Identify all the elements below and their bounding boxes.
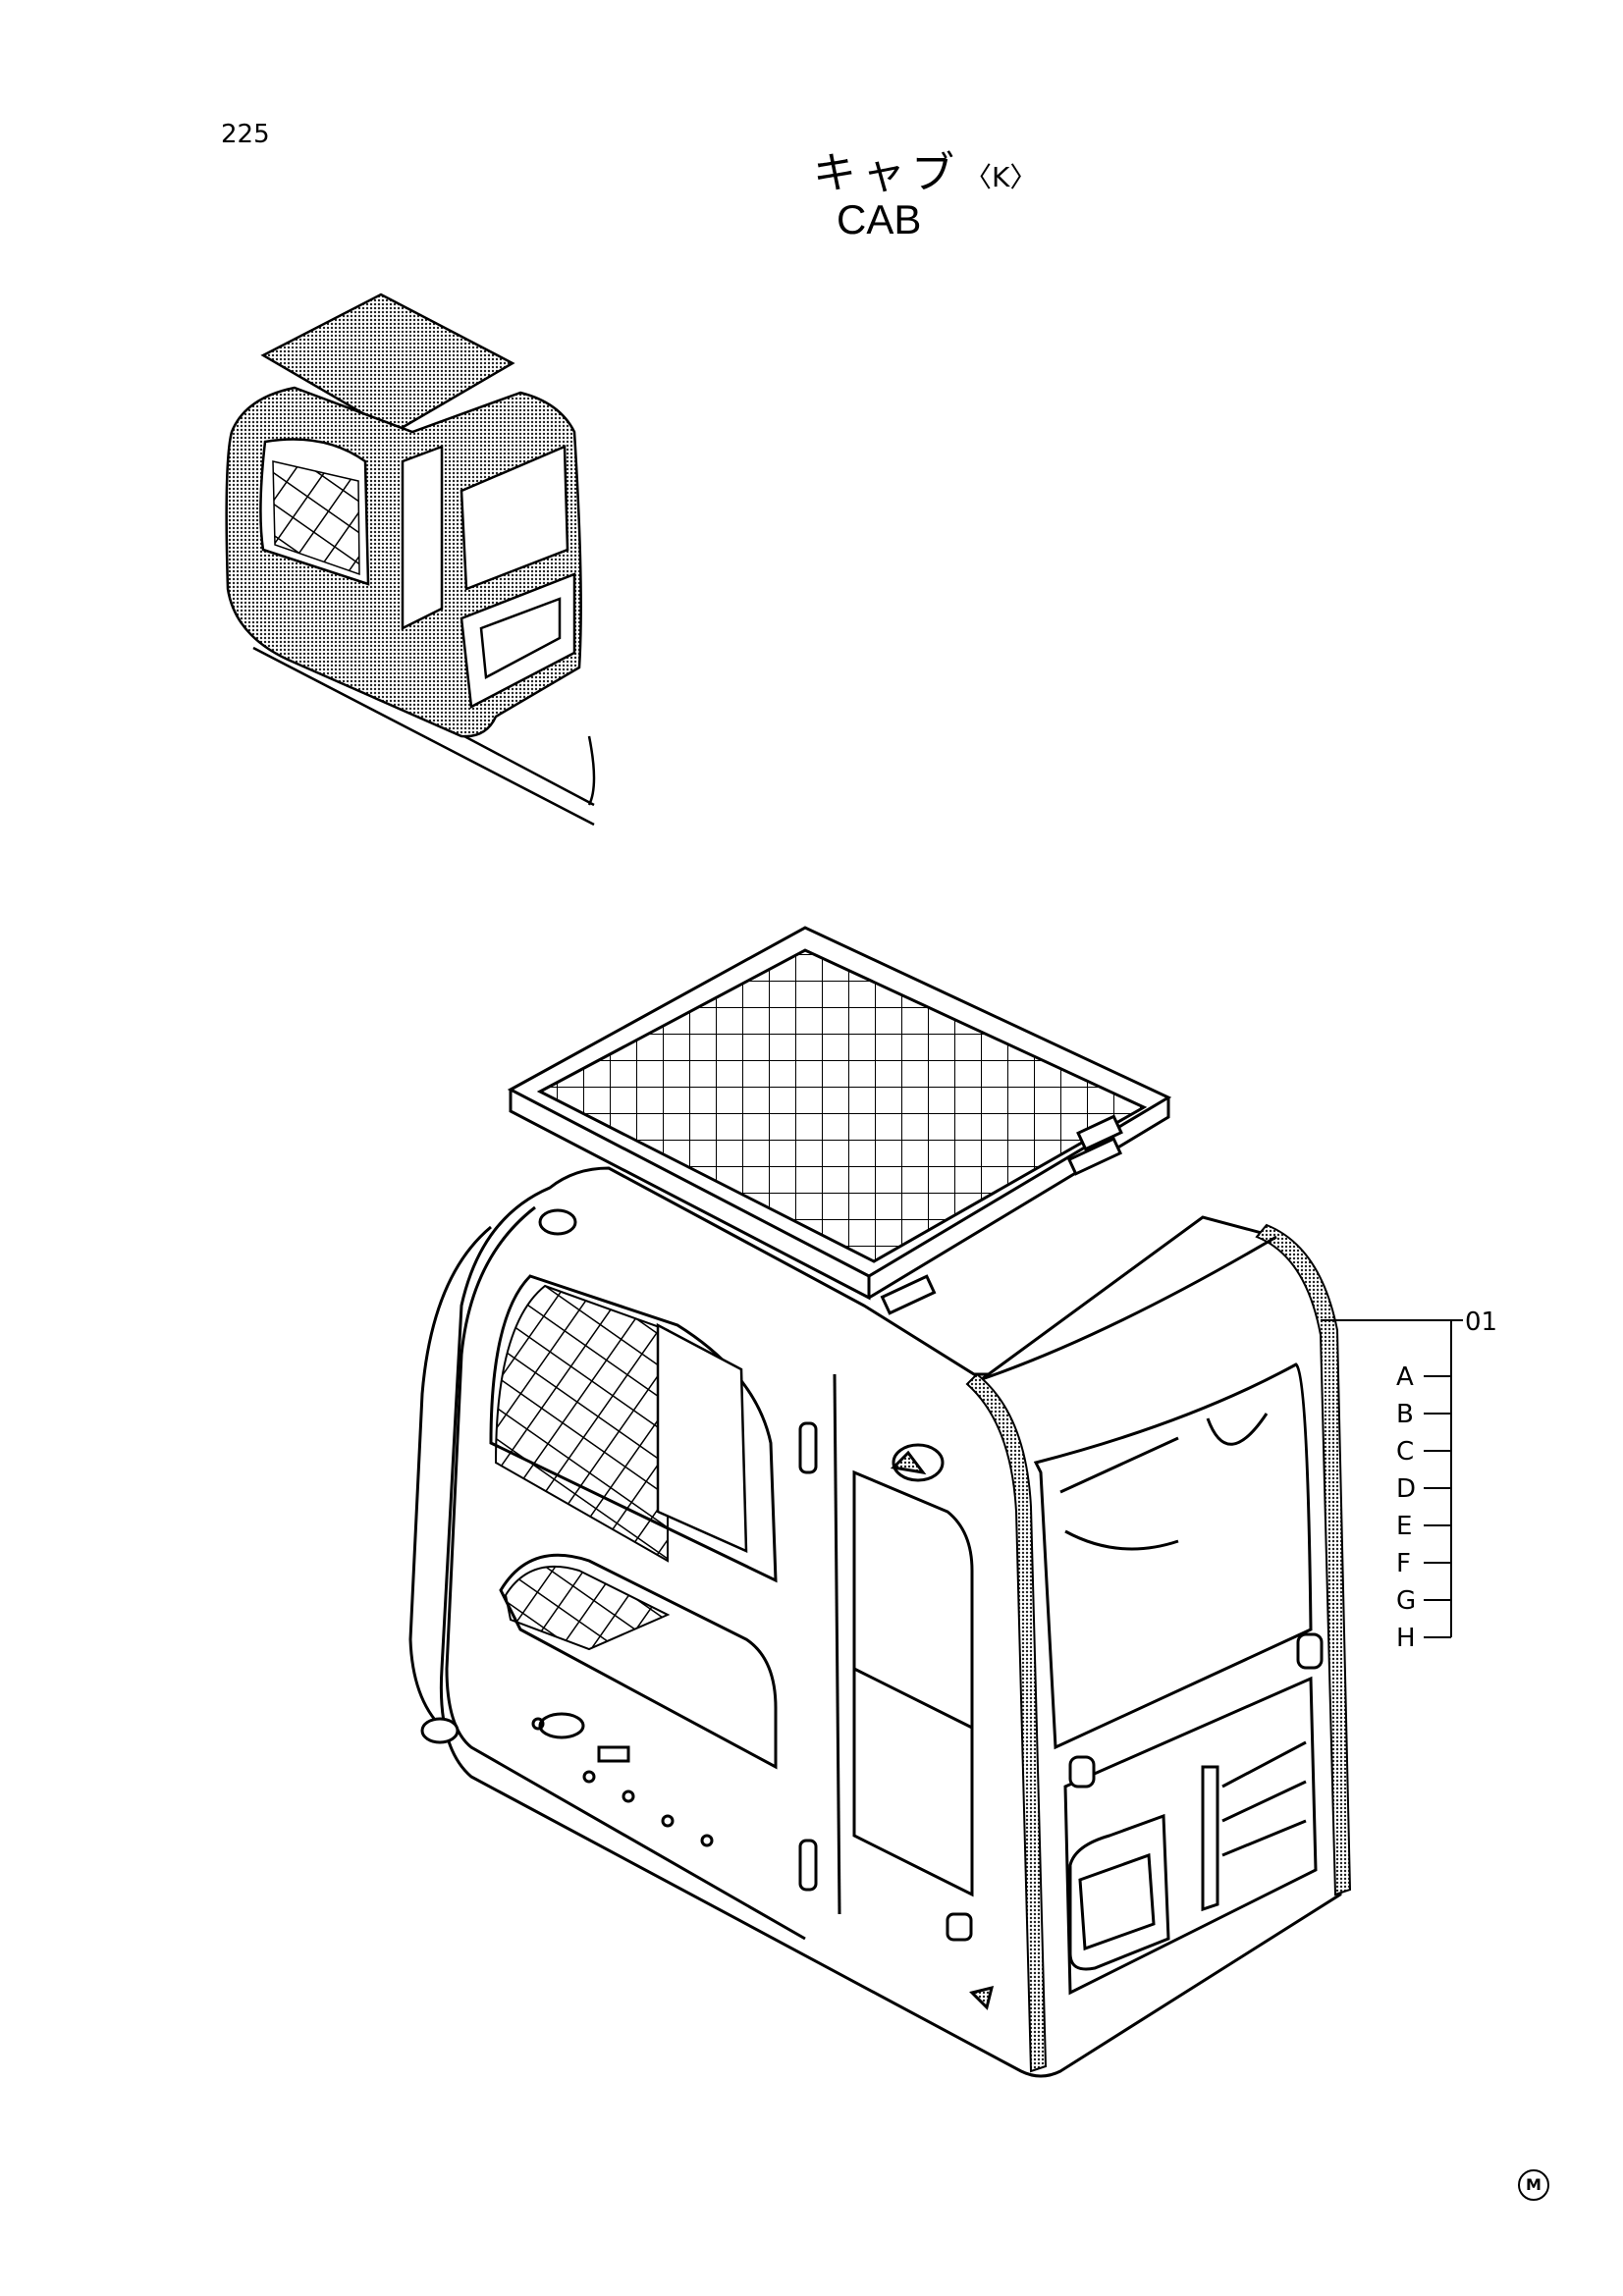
title-jp-text: キャブ	[813, 148, 960, 198]
callout-bracket	[1321, 1319, 1463, 1638]
callout-letter-g: G	[1396, 1586, 1416, 1616]
page-title-japanese: キャブ〈K〉	[813, 137, 1037, 200]
main-cab	[408, 926, 1352, 2078]
callout-letter-f: F	[1396, 1549, 1411, 1578]
title-variant: 〈K〉	[964, 161, 1038, 193]
callout-letter-c: C	[1396, 1437, 1414, 1467]
callout-letter-d: D	[1396, 1474, 1416, 1504]
page-number: 225	[221, 120, 270, 149]
callout-part-01: 01	[1465, 1308, 1497, 1337]
callout-letter-e: E	[1396, 1512, 1412, 1541]
callout-letter-b: B	[1396, 1400, 1414, 1429]
overview-cab	[225, 293, 596, 827]
callout-letter-h: H	[1396, 1624, 1416, 1653]
callout-labels: 01 A B C D E F G H	[1396, 1308, 1497, 1653]
callout-letter-a: A	[1396, 1362, 1414, 1392]
corner-mark: M	[1518, 2169, 1549, 2201]
page-title-english: CAB	[837, 196, 922, 242]
